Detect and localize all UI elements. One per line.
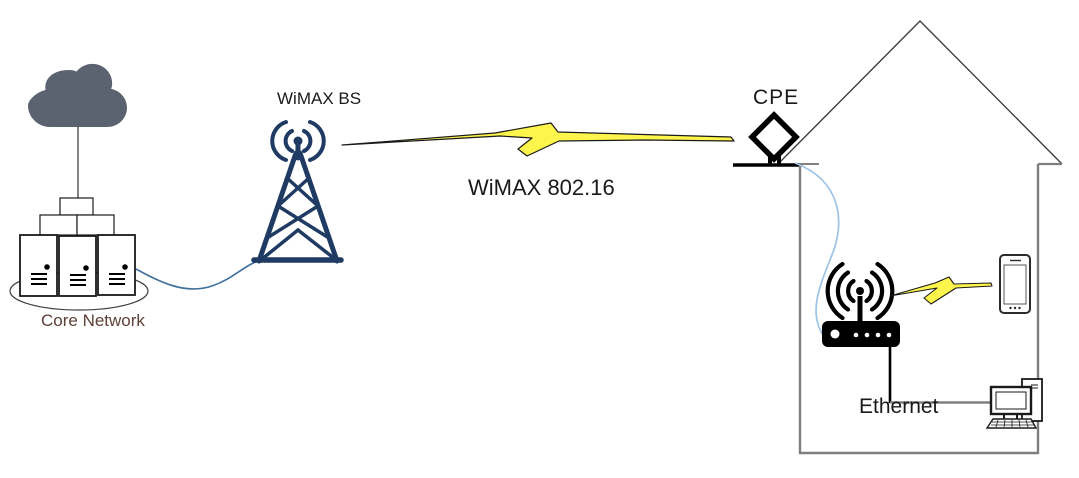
tower-signal-dot	[293, 136, 303, 146]
roof-line	[778, 20, 1063, 165]
core-to-bs-cable	[135, 258, 264, 290]
connector-boxes	[39, 197, 115, 236]
cpe-to-router-cable	[794, 162, 840, 336]
wimax-lightning-bolt-icon	[341, 122, 735, 157]
router-ports	[853, 332, 892, 338]
router-wifi-arcs	[825, 261, 895, 321]
wimax-bs-label: WiMAX BS	[277, 89, 362, 108]
core-network-node	[9, 63, 149, 311]
router-signal-dot	[856, 287, 864, 295]
desktop-computer-icon	[985, 378, 1043, 429]
cloud-icon	[28, 63, 128, 127]
router-led	[830, 329, 840, 339]
ethernet-cable	[888, 346, 992, 404]
server-vents	[31, 264, 128, 286]
pc-keyboard-keys	[991, 419, 1034, 428]
tower-legs	[251, 142, 344, 264]
server-3	[97, 234, 136, 296]
wifi-lightning-bolt-icon	[889, 276, 993, 305]
cpe-diamond	[748, 111, 800, 163]
pc-keyboard	[985, 418, 1038, 429]
server-stack-icon	[19, 234, 136, 297]
core-network-label: Core Network	[41, 311, 145, 330]
tower-braces	[260, 176, 337, 261]
phone-screen	[1003, 264, 1027, 305]
tower-signal-arcs	[270, 120, 326, 162]
cpe-label: CPE	[753, 86, 800, 109]
phone-buttons	[1009, 306, 1021, 310]
wifi-router-icon	[822, 261, 900, 347]
bs-tower-icon	[251, 120, 344, 264]
smartphone-icon	[999, 254, 1031, 314]
cpe-antenna-icon	[733, 111, 800, 167]
server-1	[19, 234, 58, 297]
server-2	[58, 235, 97, 297]
ethernet-label: Ethernet	[859, 395, 939, 418]
pc-monitor-stand	[1003, 414, 1018, 419]
wimax-link-label: WiMAX 802.16	[468, 175, 615, 200]
router-body	[822, 321, 900, 347]
house-outline-icon	[778, 20, 1063, 455]
pc-screen	[995, 391, 1027, 410]
